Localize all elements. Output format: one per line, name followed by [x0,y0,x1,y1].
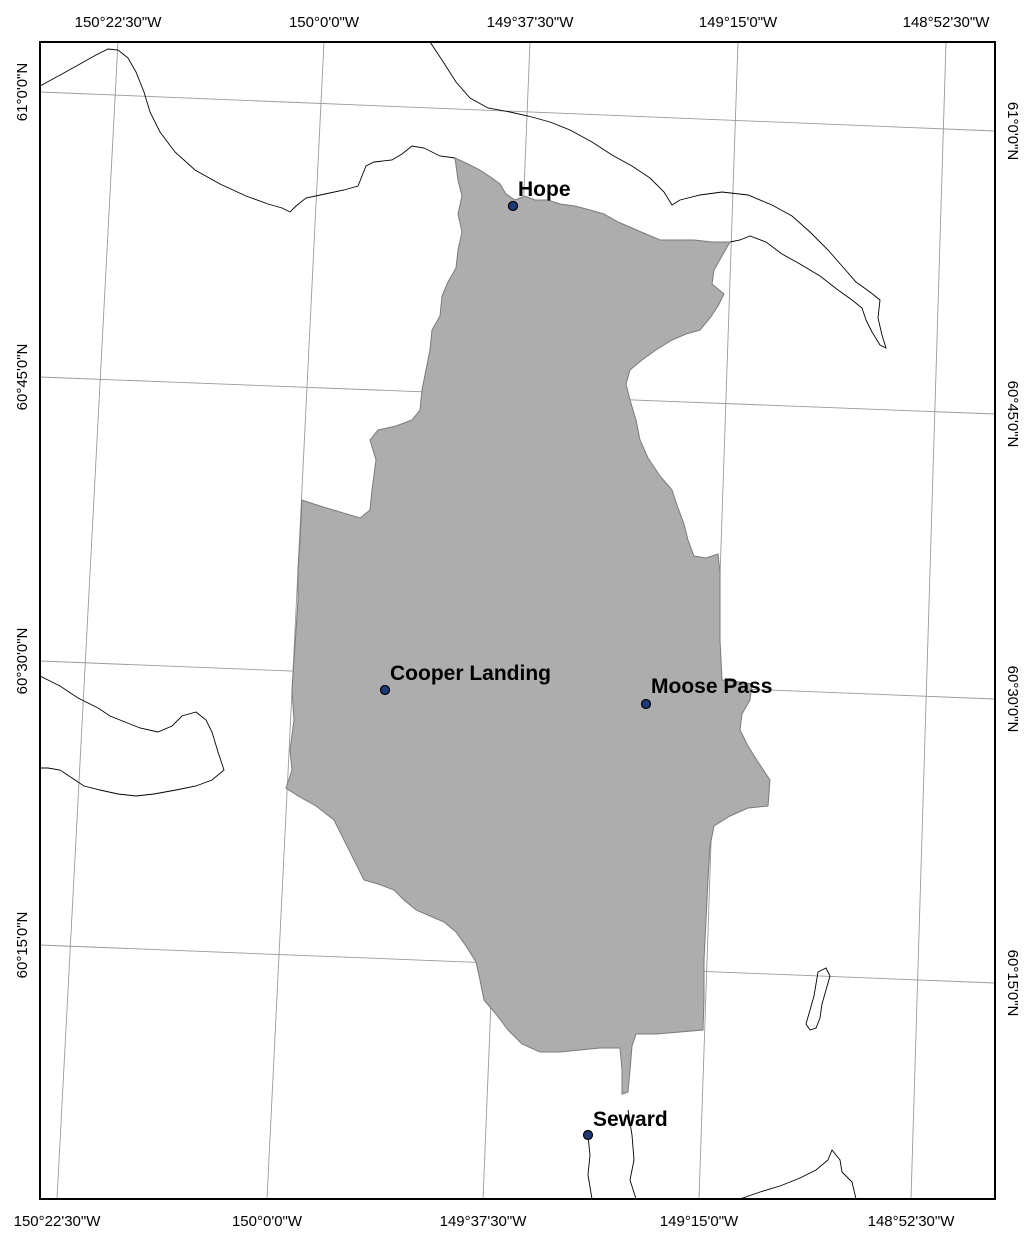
coastline-resurrection-bay-west [587,1135,593,1199]
map-frame [39,41,996,1200]
town-marker-moose-pass[interactable] [640,698,652,710]
bottom-label-149-15-0: 149°15'0"W [660,1213,739,1230]
top-label-150-22-30: 150°22'30"W [75,14,163,31]
meridian-150-22-30 [56,42,119,1199]
coastline-north-west [40,48,456,213]
town-label-cooper-landing: Cooper Landing [390,662,551,685]
right-label-60-15-0: 60°15'0"N [1004,950,1021,1017]
watershed-region [285,157,771,1095]
town-label-hope: Hope [518,178,571,201]
meridian-148-52-30 [910,42,947,1199]
coastline-north-east [429,42,887,349]
town-label-moose-pass: Moose Pass [651,675,772,698]
top-label-150-0-0: 150°0'0"W [289,14,360,31]
right-label-61-0-0: 61°0'0"N [1004,102,1021,160]
town-marker-cooper-landing[interactable] [379,684,391,696]
left-latitude-labels: 61°0'0"N 60°45'0"N 60°30'0"N 60°15'0"N [14,63,31,979]
left-label-60-30-0: 60°30'0"N [14,628,31,695]
right-label-60-30-0: 60°30'0"N [1004,666,1021,733]
bottom-longitude-labels: 150°22'30"W 150°0'0"W 149°37'30"W 149°15… [14,1213,956,1230]
town-label-seward: Seward [593,1108,668,1131]
towns-layer: Hope Cooper Landing Moose Pass Seward [379,178,772,1141]
top-label-149-15-0: 149°15'0"W [699,14,778,31]
coastline-east-island [805,967,831,1031]
bottom-label-150-0-0: 150°0'0"W [232,1213,303,1230]
coastlines [40,42,887,1199]
town-marker-hope[interactable] [507,200,519,212]
right-latitude-labels: 61°0'0"N 60°45'0"N 60°30'0"N 60°15'0"N [1004,102,1021,1017]
parallel-61-0-0 [40,91,995,132]
left-label-61-0-0: 61°0'0"N [14,63,31,121]
left-label-60-15-0: 60°15'0"N [14,912,31,979]
right-label-60-45-0: 60°45'0"N [1004,381,1021,448]
top-longitude-labels: 150°22'30"W 150°0'0"W 149°37'30"W 149°15… [75,14,991,31]
coastline-west-inlet [40,675,225,797]
coastline-south-east [739,1149,857,1199]
bottom-label-149-37-30: 149°37'30"W [440,1213,528,1230]
top-label-148-52-30: 148°52'30"W [903,14,991,31]
bottom-label-148-52-30: 148°52'30"W [868,1213,956,1230]
meridian-150-0-0 [266,42,325,1199]
left-label-60-45-0: 60°45'0"N [14,344,31,411]
top-label-149-37-30: 149°37'30"W [487,14,575,31]
coastline-resurrection-bay-east [627,1109,637,1199]
bottom-label-150-22-30: 150°22'30"W [14,1213,102,1230]
town-marker-seward[interactable] [582,1129,594,1141]
